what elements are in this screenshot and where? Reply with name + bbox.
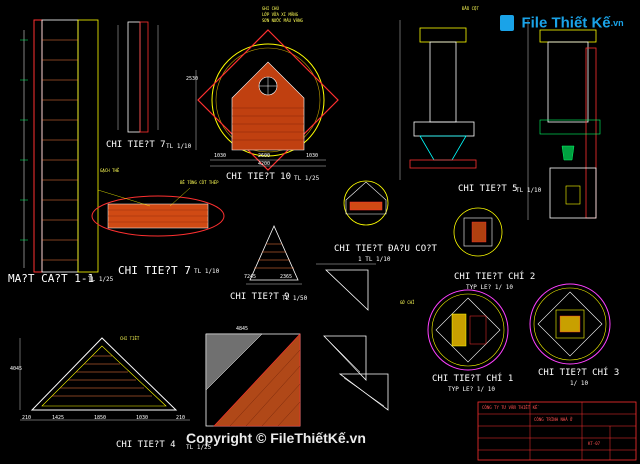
scale-mat-cat: TL 1/25: [88, 276, 114, 283]
dimension-label: 2530: [186, 76, 199, 82]
detail-10-drawing: [195, 29, 339, 171]
title-chi-tiet-9: CHI TIE?T 9: [230, 292, 290, 302]
dimension-label: 4045: [10, 366, 23, 372]
title-chi-tiet-chi-2: CHI TIE?T CHÍ 2: [454, 272, 536, 282]
annotation-note: GẠCH THẺ: [100, 168, 120, 173]
scale-chi-tiet-5: TL 1/10: [516, 187, 542, 194]
bracket-details-lower: [323, 335, 389, 411]
title-chi-tiet-chi-1: CHI TIE?T CHÍ 1: [432, 374, 514, 384]
annotation-note: ĐẦU CỘT: [462, 6, 479, 11]
title-chi-tiet-7a: CHI TIE?T 7: [106, 140, 166, 150]
dimension-label: 7245: [244, 274, 257, 280]
scale-chi-tiet-chi-3: 1/ 10: [570, 380, 589, 387]
hatched-wall-drawing: [205, 333, 301, 427]
scale-chi-tiet-chi-1: TYP LE? 1/ 10: [448, 386, 495, 393]
dimension-label: 1030: [306, 153, 319, 159]
detail-7b-drawing: [91, 187, 225, 237]
detail-chi-2-drawing: [453, 207, 503, 257]
dimension-label: 210: [176, 415, 186, 421]
detail-5-drawing: [399, 20, 601, 220]
dimension-label: 1030: [214, 153, 227, 159]
title-chi-tiet-4: CHI TIE?T 4: [116, 440, 176, 450]
dimension-label: 1030: [136, 415, 149, 421]
scale-chi-tiet-7a: TL 1/10: [166, 143, 192, 150]
title-chi-tiet-7b: CHI TIE?T 7: [118, 264, 191, 277]
scale-chi-tiet-chi-2: TYP LE? 1/ 10: [466, 284, 513, 291]
logo-text: File Thiết Kế: [521, 14, 611, 32]
detail-dau-cot-drawing: [343, 180, 389, 226]
annotation-note: SƠN NƯỚC MÀU VÀNG: [262, 18, 303, 23]
annotation-note: CHI TIẾT: [120, 336, 140, 341]
logo-icon: [500, 14, 514, 31]
title-block-drawing: [477, 401, 637, 461]
dimension-label: 4200: [258, 161, 271, 167]
title-chi-tiet-dau-cot: CHI TIE?T ÐA?U CO?T: [334, 244, 437, 254]
scale-chi-tiet-4: TL 1/25: [186, 444, 212, 451]
logo-suffix: .vn: [610, 17, 624, 28]
dimension-label: 1850: [94, 415, 107, 421]
dimension-label: 1425: [52, 415, 65, 421]
title-block-company: CÔNG TY TƯ VẤN THIẾT KẾ: [482, 405, 538, 410]
bracket-detail-drawing: [316, 263, 376, 311]
scale-chi-tiet-10: TL 1/25: [294, 175, 320, 182]
dimension-label: 2600: [258, 153, 271, 159]
dimension-label: 2365: [280, 274, 293, 280]
annotation-note: LỚP VỮA XI MĂNG: [262, 12, 299, 17]
detail-chi-3-drawing: [529, 283, 611, 365]
scale-chi-tiet-7b: TL 1/10: [194, 268, 220, 275]
title-block-project: CÔNG TRÌNH NHÀ Ở: [534, 417, 573, 422]
title-mat-cat: MA?T CA?T 1-1: [8, 272, 95, 285]
title-chi-tiet-5: CHI TIE?T 5: [458, 184, 518, 194]
detail-7a-drawing: [117, 21, 159, 133]
detail-chi-1-drawing: [427, 289, 509, 371]
dimension-label: 210: [22, 415, 32, 421]
title-block-sheet: KT-07: [588, 441, 601, 446]
annotation-note: GHI CHÚ: [262, 6, 279, 11]
scale-chi-tiet-dau-cot: 1 TL 1/10: [358, 256, 391, 263]
dimension-label: 4845: [236, 326, 249, 332]
scale-chi-tiet-9: TL 1/50: [282, 295, 308, 302]
title-chi-tiet-chi-3: CHI TIE?T CHÍ 3: [538, 368, 620, 378]
copyright-watermark: Copyright © FileThiếtKế.vn: [186, 430, 366, 446]
annotation-note: GỜ CHỈ: [400, 300, 415, 305]
annotation-note: BÊ TÔNG CỐT THÉP: [180, 180, 219, 185]
section-1-1-drawing: [20, 19, 99, 273]
watermark-logo: File Thiết Kế.vn: [500, 14, 624, 32]
detail-4-drawing: [19, 337, 190, 421]
title-chi-tiet-10: CHI TIE?T 10: [226, 172, 292, 182]
detail-9-drawing: [246, 225, 302, 285]
